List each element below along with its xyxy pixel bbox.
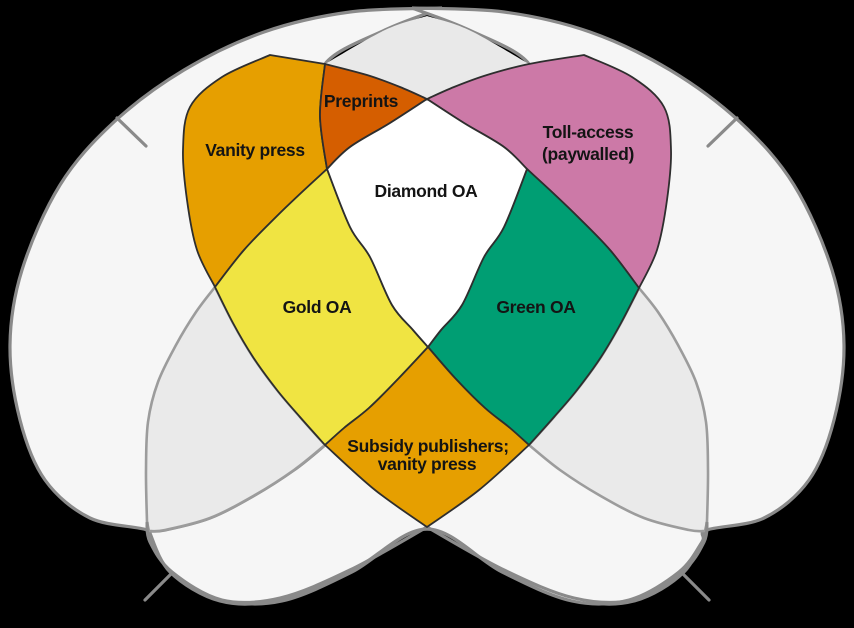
top-overlap-region: [325, 16, 529, 99]
region-diamond-oa: [326, 98, 528, 348]
label-diamond-oa: Diamond OA: [375, 181, 479, 201]
label-toll-access-line1: Toll-access: [543, 122, 634, 142]
label-preprints: Preprints: [324, 91, 399, 111]
band-outline-tail-right: [426, 521, 709, 605]
leader-bottom-right-icon: [680, 571, 711, 602]
label-toll-access-line2: (paywalled): [542, 144, 634, 164]
set-leader-lines: [115, 116, 739, 602]
label-gold-oa: Gold OA: [283, 297, 353, 317]
label-subsidy-line1: Subsidy publishers;: [347, 436, 509, 456]
band-outline-tail-left: [145, 521, 428, 605]
leader-top-right-icon: [706, 116, 739, 148]
label-vanity-press: Vanity press: [205, 140, 305, 160]
label-subsidy-line2: vanity press: [378, 454, 477, 474]
leader-bottom-left-icon: [143, 571, 174, 602]
leader-top-left-icon: [115, 116, 148, 148]
label-green-oa: Green OA: [496, 297, 576, 317]
region-subsidy-publishers: [324, 346, 530, 528]
